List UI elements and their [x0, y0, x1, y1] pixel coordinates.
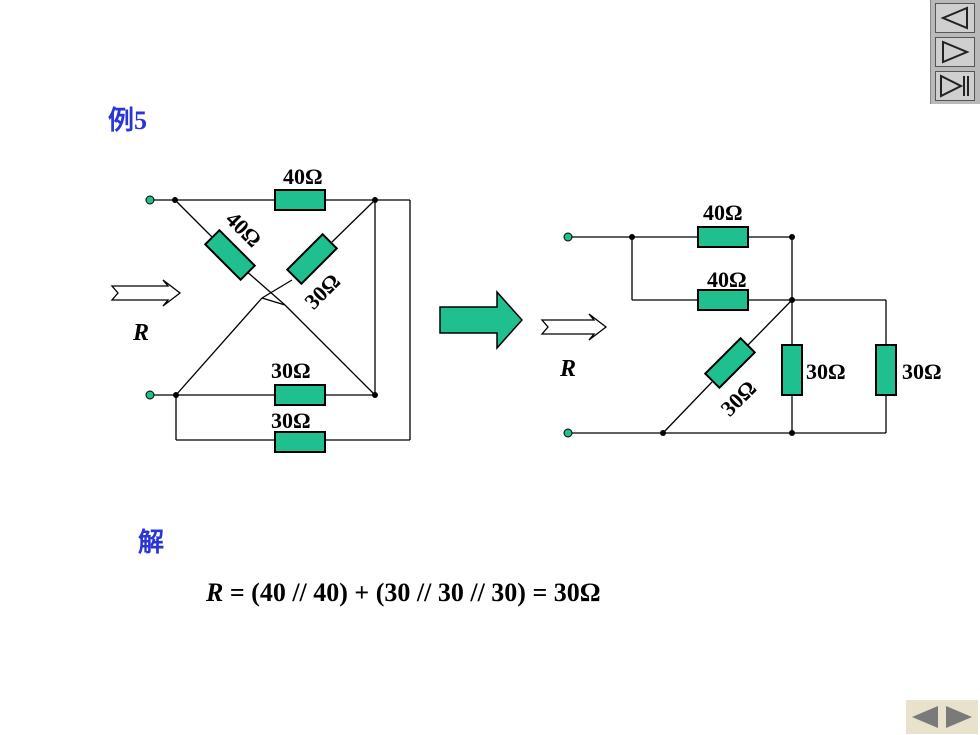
resistor-left-diag-30 — [285, 232, 339, 286]
label-right-vert-1: 30Ω — [806, 359, 846, 384]
label-right-diag: 30Ω — [715, 375, 761, 421]
triangle-left-icon — [940, 6, 968, 30]
prev-slide-button[interactable] — [935, 3, 975, 33]
resistor-right-top-2 — [697, 289, 749, 311]
label-left-top: 40Ω — [283, 164, 323, 189]
triangle-right-icon — [942, 40, 970, 64]
resistor-right-vert-1 — [781, 344, 803, 396]
label-left-diag-30: 30Ω — [299, 268, 345, 314]
solution-formula: R = (40 // 40) + (30 // 30 // 30) = 30Ω — [206, 578, 601, 608]
resistor-right-diag — [703, 336, 757, 390]
label-left-bottom-2: 30Ω — [271, 408, 311, 433]
label-right-top-1: 40Ω — [703, 200, 743, 225]
formula-rest: = (40 // 40) + (30 // 30 // 30) = 30Ω — [223, 578, 601, 607]
resistor-right-vert-2 — [875, 344, 897, 396]
resistor-left-bottom-2 — [274, 431, 326, 453]
slide-nav-panel — [930, 0, 980, 104]
resistor-left-bottom-1 — [274, 384, 326, 406]
label-right-vert-2: 30Ω — [902, 359, 942, 384]
resistor-left-diag-40 — [203, 228, 257, 282]
arrow-right-icon[interactable] — [944, 704, 974, 730]
resistor-right-top-1 — [697, 226, 749, 248]
last-slide-button[interactable] — [935, 71, 975, 101]
formula-R: R — [206, 578, 224, 607]
label-right-top-2: 40Ω — [707, 267, 747, 292]
arrow-left-icon[interactable] — [910, 704, 940, 730]
transform-arrow-icon — [439, 290, 524, 350]
resistor-left-top — [274, 189, 326, 211]
label-left-diag-40: 40Ω — [221, 206, 267, 252]
bottom-nav — [906, 700, 978, 734]
skip-end-icon — [940, 74, 969, 98]
label-left-bottom-1: 30Ω — [271, 358, 311, 383]
next-slide-button[interactable] — [935, 37, 975, 67]
label-left-R: R — [132, 320, 149, 346]
label-right-R: R — [559, 356, 576, 382]
solution-label: 解 — [138, 528, 165, 557]
example-title: 例5 — [108, 106, 148, 135]
